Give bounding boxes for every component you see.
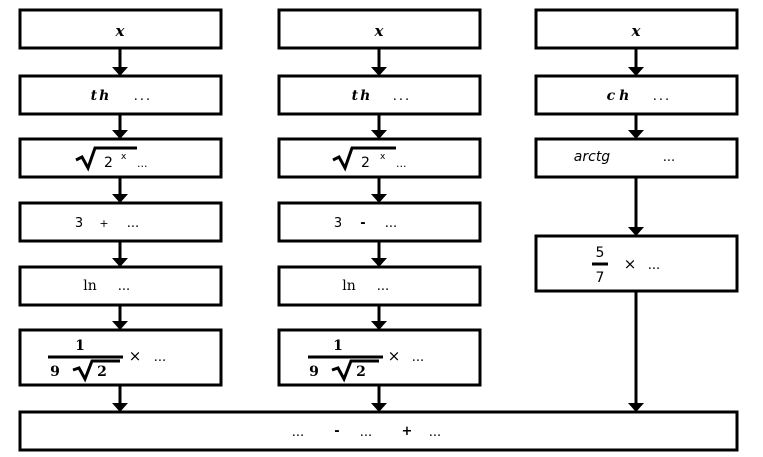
c3-arrowhead-2: [628, 130, 644, 139]
c1-radical-sign: [75, 146, 137, 172]
c2-sqrt-exp: x: [380, 152, 386, 162]
c1-frac-radical: [72, 359, 120, 383]
c3-arctg-dots: ...: [663, 150, 675, 165]
c2-th-box: [277, 74, 482, 116]
c1-arrowhead-6: [112, 403, 128, 412]
c3-arctg-box: [534, 137, 739, 179]
c2-sub-box: [277, 201, 482, 243]
c3-arrowhead-1: [628, 67, 644, 76]
c1-sqrt-exp: x: [121, 152, 127, 162]
column-1: x th ... 2 x ... 3 + ... ln ... 1 9 2 × …: [18, 8, 223, 412]
c3-input-label: x: [631, 22, 642, 40]
c1-mult-dots: ...: [154, 350, 166, 365]
c2-arrowhead-6: [371, 403, 387, 412]
c2-th-dots: ...: [393, 89, 411, 104]
c1-ln-label: ln: [83, 278, 97, 294]
c1-frac-den-b: 2: [97, 364, 107, 380]
c2-arrowhead-3: [371, 194, 387, 203]
c3-ch-box: [534, 74, 739, 116]
c1-times: ×: [129, 347, 142, 365]
c2-arrowhead-5: [371, 321, 387, 330]
c1-th-dots: ...: [134, 89, 152, 104]
c2-sqrt-dots: ...: [396, 157, 407, 170]
c1-sqrt-dots: ...: [137, 157, 148, 170]
result-op-minus: -: [334, 424, 339, 439]
c2-ln-box: [277, 265, 482, 307]
column-2: x th ... 2 x ... 3 - ... ln ... 1 9 2 × …: [277, 8, 482, 412]
c1-frac-num: 1: [75, 338, 85, 354]
c2-sub-dots: ...: [385, 216, 397, 231]
c2-sub-op: -: [360, 216, 365, 231]
c3-arctg-label: arctg: [574, 149, 611, 165]
c1-add-box: [18, 201, 223, 243]
c3-times: ×: [624, 255, 637, 273]
c2-frac-num: 1: [333, 338, 343, 354]
c2-th-label: th: [352, 88, 373, 104]
c3-mult-dots: ...: [648, 258, 660, 273]
c2-input-label: x: [374, 22, 385, 40]
result-row: ... - ... + ...: [18, 410, 739, 452]
c2-frac-radical: [331, 359, 379, 383]
c1-input-label: x: [115, 22, 126, 40]
c3-frac-den: 7: [596, 270, 605, 286]
c1-add-const: 3: [75, 216, 83, 231]
c1-add-op: +: [99, 217, 108, 230]
c2-arrowhead-1: [371, 67, 387, 76]
c1-add-dots: ...: [127, 216, 139, 231]
c2-mult-dots: ...: [412, 350, 424, 365]
c2-ln-dots: ...: [377, 279, 389, 294]
c1-arrowhead-3: [112, 194, 128, 203]
c2-times: ×: [388, 347, 401, 365]
result-op-plus: +: [402, 424, 413, 439]
c2-frac-den-a: 9: [309, 364, 319, 380]
column-3: x ch ... arctg ... 5 7 × ...: [534, 8, 739, 412]
c3-arrowhead-4: [628, 403, 644, 412]
c2-arrowhead-4: [371, 258, 387, 267]
c2-radical-sign: [332, 146, 396, 172]
c1-arrowhead-5: [112, 321, 128, 330]
result-dots-1: ...: [292, 425, 304, 440]
c2-ln-label: ln: [342, 278, 356, 294]
result-dots-2: ...: [360, 425, 372, 440]
c3-arrowhead-3: [628, 227, 644, 236]
c1-arrowhead-1: [112, 67, 128, 76]
c2-sub-const: 3: [334, 216, 342, 231]
result-box: [18, 410, 739, 452]
c3-frac-num: 5: [596, 245, 605, 261]
c2-arrowhead-2: [371, 130, 387, 139]
c2-frac-den-b: 2: [356, 364, 366, 380]
c3-mult-box: [534, 234, 739, 293]
c1-sqrt-base: 2: [104, 155, 113, 171]
result-dots-3: ...: [429, 425, 441, 440]
c1-arrowhead-4: [112, 258, 128, 267]
c3-ch-label: ch: [607, 88, 634, 104]
c1-th-label: th: [91, 88, 112, 104]
c3-ch-dots: ...: [653, 89, 671, 104]
c2-sqrt-base: 2: [361, 155, 370, 171]
c1-ln-dots: ...: [118, 279, 130, 294]
c1-arrowhead-2: [112, 130, 128, 139]
c1-frac-den-a: 9: [50, 364, 60, 380]
c1-th-box: [18, 74, 223, 116]
